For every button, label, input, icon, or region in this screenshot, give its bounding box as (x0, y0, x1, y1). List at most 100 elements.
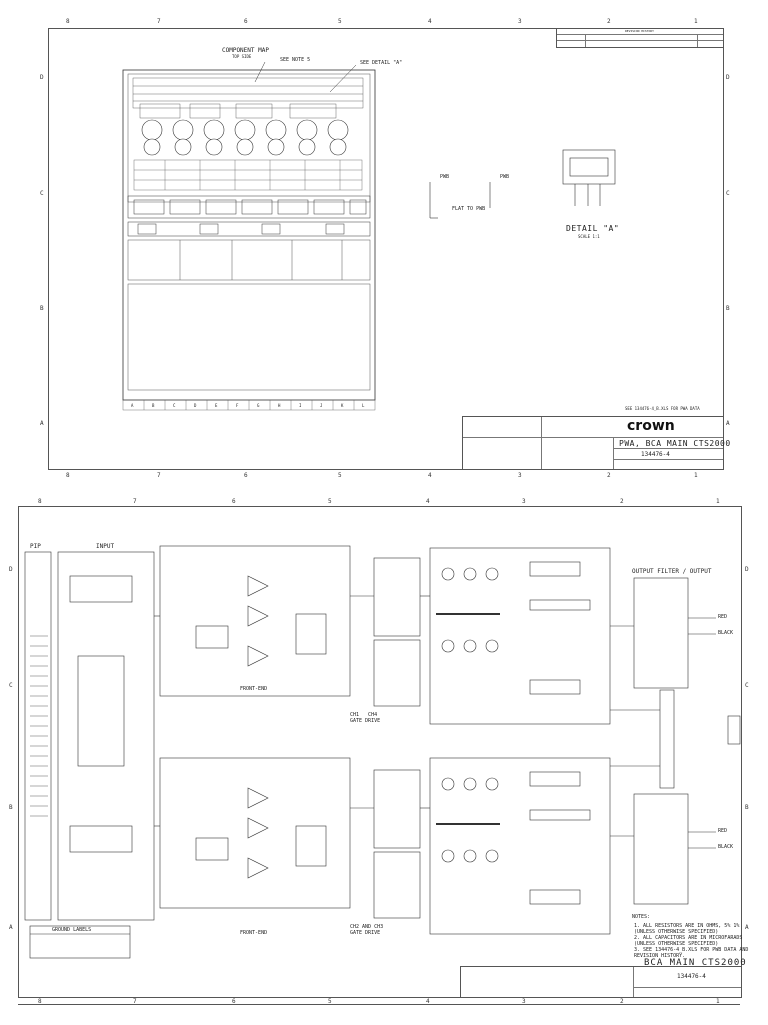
zone-label: 7 (133, 498, 137, 505)
zone-label: 3 (522, 998, 526, 1005)
grid-letter: K (341, 403, 344, 408)
gate-drive-label-1: CH1 CH4 GATE DRIVE (350, 712, 381, 724)
pip-label: PIP (30, 543, 41, 550)
zone-label: B (726, 305, 730, 312)
note-line: 3. SEE 134476-4_B.XLS FOR PWB DATA AND (634, 947, 749, 953)
zone-label: 3 (518, 472, 522, 479)
zone-label: D (40, 74, 44, 81)
zone-label: 3 (518, 18, 522, 25)
zone-label: 7 (133, 998, 137, 1005)
grid-letter: E (215, 403, 218, 408)
detail-a-scale: SCALE 1:1 (578, 234, 600, 239)
zone-label: 1 (694, 472, 698, 479)
zone-label: 6 (244, 18, 248, 25)
input-label: INPUT (96, 543, 115, 550)
next-sheet-edge (18, 1004, 740, 1025)
see-pwa-data-note: SEE 134476-4_B.XLS FOR PWA DATA (625, 406, 700, 411)
grid-letter: G (257, 403, 260, 408)
note-line: (UNLESS OTHERWISE SPECIFIED) (634, 941, 719, 947)
zone-label: C (745, 682, 749, 689)
sheet2-border (18, 506, 742, 998)
callout-see-note: SEE NOTE 5 (280, 57, 311, 63)
zone-label: 4 (426, 998, 430, 1005)
zone-label: 6 (232, 498, 236, 505)
grid-letter: F (236, 403, 239, 408)
front-end-label-2: FRONT-END (240, 930, 268, 936)
pcb-component-map-drawing (122, 61, 616, 411)
zone-label: 2 (607, 472, 611, 479)
zone-label: 4 (426, 498, 430, 505)
zone-label: B (745, 804, 749, 811)
zone-label: 8 (66, 472, 70, 479)
schematic-drawing-number: 134476-4 (677, 973, 706, 980)
zone-label: 8 (38, 998, 42, 1005)
zone-label: 2 (607, 18, 611, 25)
grid-letter: C (173, 403, 176, 408)
zone-label: 2 (620, 998, 624, 1005)
zone-label: 2 (620, 498, 624, 505)
zone-label: A (745, 924, 749, 931)
grid-letter: J (320, 403, 323, 408)
schematic-title: BCA MAIN CTS2000 (644, 958, 747, 968)
zone-label: C (726, 190, 730, 197)
zone-label: B (40, 305, 44, 312)
component-map-subtitle: TOP SIDE (232, 54, 252, 59)
zone-label: C (40, 190, 44, 197)
detail-a-title: DETAIL "A" (566, 224, 620, 233)
callout-see-detail: SEE DETAIL "A" (360, 60, 403, 66)
zone-label: 7 (157, 472, 161, 479)
pwb-label: PWB (440, 174, 450, 180)
zone-label: D (745, 566, 749, 573)
sheet-schematic: 8 7 6 5 4 3 2 1 8 7 6 5 4 3 2 1 D C B A … (0, 496, 768, 1024)
zone-label: 6 (244, 472, 248, 479)
sheet2-title-block: 134476-4 (460, 966, 742, 998)
grid-letter: D (194, 403, 197, 408)
zone-label: 1 (716, 498, 720, 505)
zone-label: 1 (694, 18, 698, 25)
crown-logo: crown (627, 418, 675, 434)
schematic-drawing (24, 545, 741, 959)
zone-label: 5 (338, 472, 342, 479)
grid-letter: A (131, 403, 134, 408)
note-line: 2. ALL CAPACITORS ARE IN MICROFARADS (634, 935, 743, 941)
zone-label: D (9, 566, 13, 573)
zone-label: 5 (328, 498, 332, 505)
output-black-label: BLACK (718, 630, 734, 636)
pwa-title: PWA, BCA MAIN CTS2000 (619, 439, 731, 448)
zone-label: A (9, 924, 13, 931)
sheet1-title-block: crown PWA, BCA MAIN CTS2000 134476-4 (462, 416, 730, 470)
grid-letter: H (278, 403, 281, 408)
sheet1-border (48, 28, 724, 470)
zone-label: A (726, 420, 730, 427)
zone-label: 1 (716, 998, 720, 1005)
ground-labels-title: GROUND LABELS (52, 927, 92, 933)
output-black-label: BLACK (718, 844, 734, 850)
grid-letter: B (152, 403, 155, 408)
zone-label: 4 (428, 472, 432, 479)
zone-label: 7 (157, 18, 161, 25)
note-line: REVISION HISTORY. (634, 953, 686, 959)
output-red-label: RED (718, 614, 728, 620)
zone-label: D (726, 74, 730, 81)
zone-label: 8 (66, 18, 70, 25)
component-map-title: COMPONENT MAP (222, 47, 269, 54)
note-line: 1. ALL RESISTORS ARE IN OHMS, 5% 1% (634, 923, 740, 929)
zone-label: 6 (232, 998, 236, 1005)
pwb-label: PWB (500, 174, 510, 180)
zone-label: C (9, 682, 13, 689)
gate-drive-label-2: CH2 AND CH3 GATE DRIVE (350, 924, 384, 936)
zone-label: A (40, 420, 44, 427)
zone-label: B (9, 804, 13, 811)
output-red-label: RED (718, 828, 728, 834)
revision-history-title: REVISION HISTORY (625, 29, 654, 33)
notes-title: NOTES: (632, 914, 651, 920)
zone-label: 3 (522, 498, 526, 505)
output-filter-label: OUTPUT FILTER / OUTPUT (632, 568, 712, 575)
flat-to-pwb-label: FLAT TO PWB (452, 206, 486, 212)
grid-letter: L (362, 403, 365, 408)
revision-history-block: REVISION HISTORY (556, 28, 724, 48)
zone-label: 5 (338, 18, 342, 25)
zone-label: 8 (38, 498, 42, 505)
zone-label: 5 (328, 998, 332, 1005)
note-line: (UNLESS OTHERWISE SPECIFIED) (634, 929, 719, 935)
